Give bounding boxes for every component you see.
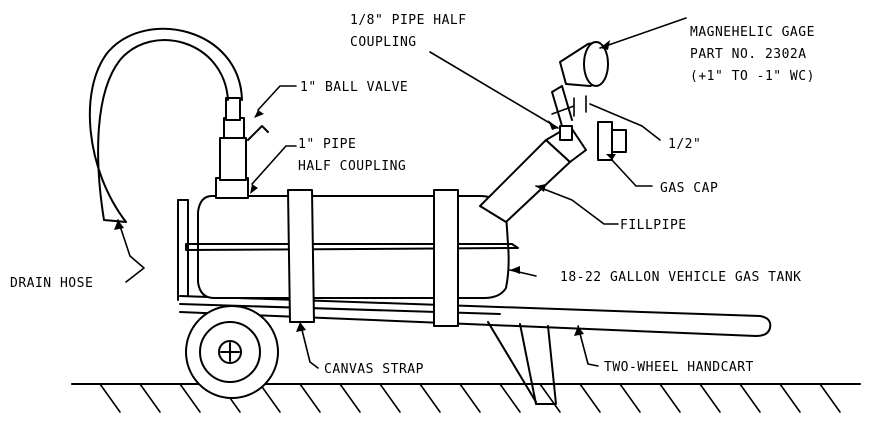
- gas-cap: [597, 121, 627, 161]
- label-gage-2: PART NO. 2302A: [690, 47, 807, 62]
- canvas-straps: [287, 189, 459, 327]
- label-small-coupling-2: COUPLING: [350, 35, 417, 50]
- label-small-coupling-1: 1/8" PIPE HALF: [350, 13, 467, 28]
- label-gage-1: MAGNEHELIC GAGE: [690, 25, 815, 40]
- label-gage-3: (+1" TO -1" WC): [690, 69, 815, 84]
- label-fillpipe: FILLPIPE: [620, 218, 687, 233]
- drain-hose: [88, 27, 243, 223]
- callout-labels: 1/8" PIPE HALF COUPLING MAGNEHELIC GAGE …: [10, 13, 815, 377]
- label-dimension: 1/2": [668, 137, 701, 152]
- label-handcart: TWO-WHEEL HANDCART: [604, 360, 754, 375]
- label-gas-cap: GAS CAP: [660, 181, 718, 196]
- dimension-half-inch: [551, 95, 661, 141]
- label-canvas-strap: CANVAS STRAP: [324, 362, 424, 377]
- label-ball-valve: 1" BALL VALVE: [300, 80, 408, 95]
- label-pipe-coupling-1: 1" PIPE: [298, 137, 356, 152]
- label-drain-hose: DRAIN HOSE: [10, 276, 93, 291]
- ground: [71, 383, 861, 413]
- arrowheads: [114, 40, 616, 336]
- label-gas-tank: 18-22 GALLON VEHICLE GAS TANK: [560, 270, 801, 285]
- ball-valve-assembly: [215, 97, 269, 199]
- gas-tank: [185, 195, 519, 299]
- label-pipe-coupling-2: HALF COUPLING: [298, 159, 406, 174]
- cart-wheel: [185, 305, 279, 399]
- magnehelic-gage: [551, 41, 609, 141]
